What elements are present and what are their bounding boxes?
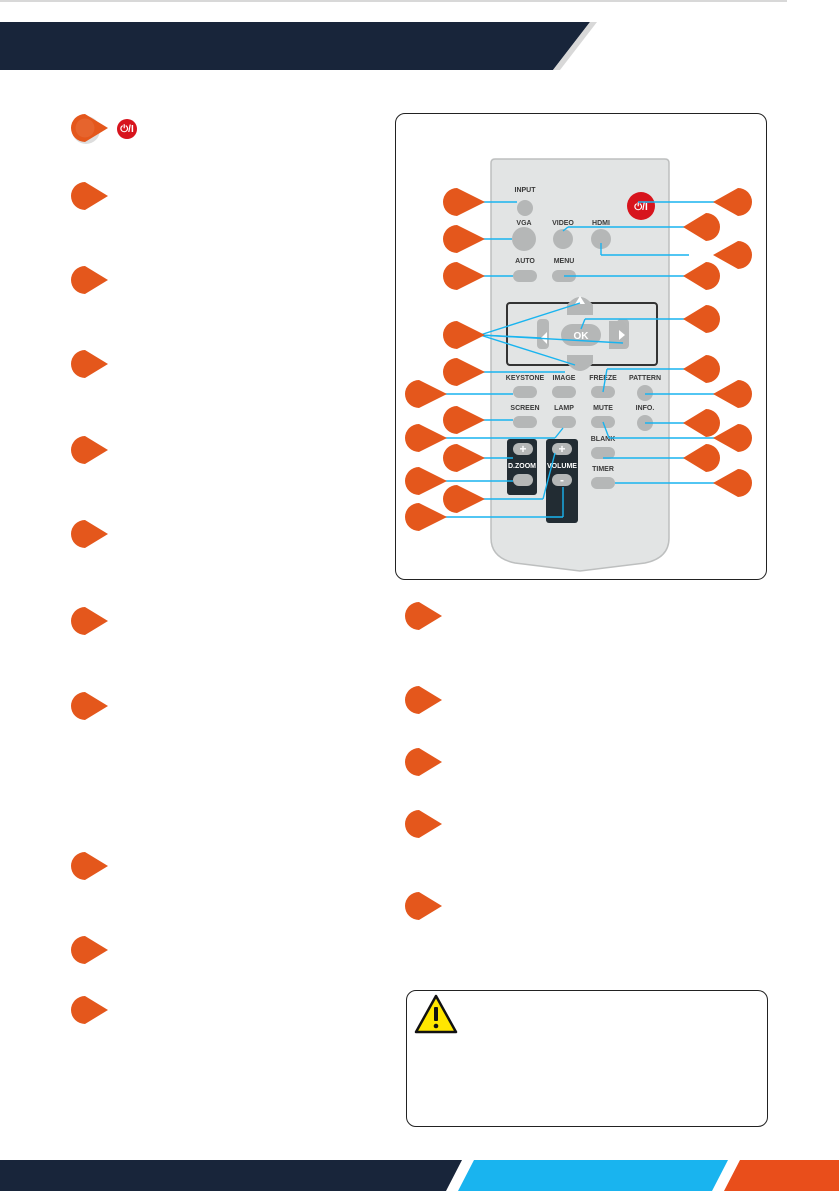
- right-arrow-button[interactable]: [609, 321, 629, 349]
- auto-button[interactable]: AUTO: [513, 258, 537, 282]
- info-label: INFO.: [636, 405, 655, 412]
- callout-pin-16: [404, 890, 444, 922]
- callout-pin-10: [70, 934, 110, 966]
- dzoom-plus-button[interactable]: +: [513, 442, 533, 456]
- keystone-button[interactable]: KEYSTONE: [506, 375, 545, 398]
- volume-minus-label: -: [560, 473, 564, 487]
- callout-pin-2: [70, 180, 110, 212]
- vga-label: VGA: [516, 220, 531, 227]
- callout-pin-15: [404, 808, 444, 840]
- power-button-label: ⏻/I: [634, 201, 648, 213]
- footer-dark-band: [0, 1160, 462, 1191]
- callout-pin-1: [70, 112, 110, 144]
- callout-pin-9: [70, 850, 110, 882]
- video-button[interactable]: VIDEO: [552, 220, 574, 249]
- power-button[interactable]: ⏻/I: [627, 192, 655, 220]
- input-label: INPUT: [515, 187, 537, 194]
- footer-orange-band: [724, 1160, 839, 1191]
- dzoom-label: D.ZOOM: [508, 463, 536, 470]
- diagram-callout-pins: [405, 188, 752, 531]
- image-label: IMAGE: [553, 375, 576, 382]
- footer-bar: [0, 1160, 839, 1191]
- callout-pin-14: [404, 746, 444, 778]
- callout-pin-12: [404, 600, 444, 632]
- menu-label: MENU: [554, 258, 575, 265]
- callout-pin-4: [70, 348, 110, 380]
- pattern-button[interactable]: PATTERN: [629, 375, 661, 401]
- volume-label: VOLUME: [547, 463, 577, 470]
- timer-label: TIMER: [592, 466, 614, 473]
- ok-label: OK: [574, 331, 590, 342]
- down-arrow-button[interactable]: [567, 355, 593, 371]
- up-arrow-button[interactable]: [567, 296, 593, 315]
- warning-box: [406, 990, 768, 1127]
- callout-pin-5: [70, 434, 110, 466]
- mute-label: MUTE: [593, 405, 613, 412]
- input-button[interactable]: INPUT: [515, 187, 537, 216]
- freeze-label: FREEZE: [589, 375, 617, 382]
- hdmi-button[interactable]: HDMI: [591, 220, 611, 249]
- header-bar: [0, 0, 787, 70]
- lamp-button[interactable]: LAMP: [552, 405, 576, 428]
- header-dark-band: [0, 22, 590, 70]
- callout-pin-13: [404, 684, 444, 716]
- volume-plus-label: +: [558, 442, 565, 456]
- volume-minus-button[interactable]: -: [552, 473, 572, 487]
- warning-triangle-icon: [414, 994, 458, 1034]
- image-button[interactable]: IMAGE: [552, 375, 576, 398]
- remote-diagram: INPUT VGA VIDEO HDMI ⏻/I AUTO MENU OK: [405, 158, 752, 572]
- leader-lines: [445, 201, 717, 518]
- callout-pin-8: [70, 690, 110, 722]
- pattern-label: PATTERN: [629, 375, 661, 382]
- blank-label: BLANK: [591, 436, 616, 443]
- volume-plus-button[interactable]: +: [552, 442, 572, 456]
- callout-pin-3: [70, 264, 110, 296]
- video-label: VIDEO: [552, 220, 574, 227]
- lamp-label: LAMP: [554, 405, 574, 412]
- screen-label: SCREEN: [510, 405, 539, 412]
- dzoom-plus-label: +: [519, 442, 526, 456]
- power-icon: ⏻/I: [117, 119, 137, 139]
- footer-cyan-band: [458, 1160, 728, 1191]
- blank-button[interactable]: BLANK: [591, 436, 616, 459]
- callout-pin-11: [70, 994, 110, 1026]
- auto-label: AUTO: [515, 258, 535, 265]
- vga-button[interactable]: VGA: [512, 220, 536, 251]
- callout-pin-7: [70, 605, 110, 637]
- screen-button[interactable]: SCREEN: [510, 405, 540, 428]
- hdmi-label: HDMI: [592, 220, 610, 227]
- callout-pin-6: [70, 518, 110, 550]
- dzoom-minus-button[interactable]: [513, 474, 533, 486]
- remote-diagram-frame: [395, 113, 767, 580]
- timer-button[interactable]: TIMER: [591, 466, 615, 489]
- keystone-label: KEYSTONE: [506, 375, 545, 382]
